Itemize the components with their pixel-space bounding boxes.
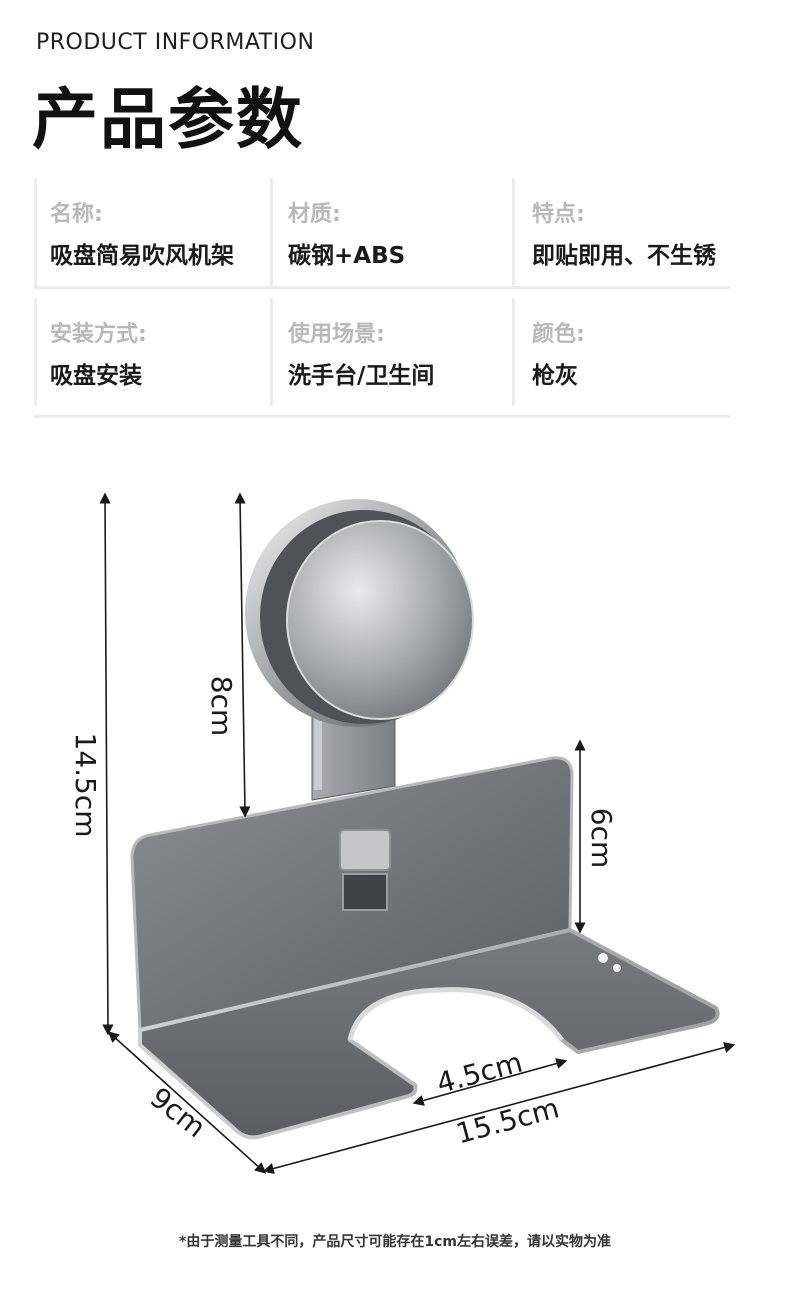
cell-divider [512, 298, 515, 406]
spec-label: 安装方式: [50, 322, 147, 347]
spec-table: 名称: 吸盘简易吹风机架 材质: 碳钢+ABS 特点: 即贴即用、不生锈 安装方… [34, 176, 730, 418]
spec-value: 碳钢+ABS [288, 243, 406, 269]
spec-label: 名称: [50, 202, 103, 227]
spec-label: 颜色: [532, 322, 585, 347]
cell-divider [270, 178, 273, 286]
eyebrow-text: PRODUCT INFORMATION [36, 30, 315, 55]
spec-value: 枪灰 [532, 363, 578, 389]
spec-label: 材质: [288, 202, 341, 227]
row-divider [34, 286, 730, 289]
spec-cell-features: 特点: 即贴即用、不生锈 [512, 176, 730, 286]
spec-value: 吸盘安装 [50, 363, 142, 389]
dim-width: 15.5cm [453, 1091, 563, 1150]
footnote: *由于测量工具不同，产品尺寸可能存在1cm左右误差，请以实物为准 [179, 1234, 611, 1250]
spec-value: 即贴即用、不生锈 [532, 243, 716, 269]
cell-divider [34, 298, 37, 406]
spec-row: 安装方式: 吸盘安装 使用场景: 洗手台/卫生间 颜色: 枪灰 [34, 296, 730, 408]
dim-total-height: 14.5cm [69, 732, 102, 837]
dimension-lines [99, 492, 736, 1174]
cell-divider [512, 178, 515, 286]
row-divider [34, 415, 730, 418]
spec-cell-material: 材质: 碳钢+ABS [270, 176, 512, 286]
spec-cell-name: 名称: 吸盘简易吹风机架 [34, 176, 270, 286]
spec-label: 使用场景: [288, 322, 385, 347]
dim-slot-width: 4.5cm [433, 1046, 526, 1100]
product-dimension-diagram: 14.5cm 8cm 6cm 9cm 15.5cm 4.5cm [69, 492, 736, 1174]
page-title: 产品参数 [32, 81, 304, 158]
cell-divider [34, 178, 37, 286]
suction-cup [245, 499, 474, 727]
cell-divider [270, 298, 273, 406]
spec-cell-color: 颜色: 枪灰 [512, 296, 730, 406]
spec-cell-scene: 使用场景: 洗手台/卫生间 [270, 296, 512, 406]
spec-cell-install: 安装方式: 吸盘安装 [34, 296, 270, 406]
spec-label: 特点: [532, 202, 585, 227]
spec-value: 洗手台/卫生间 [288, 363, 435, 389]
dim-back-height: 6cm [585, 808, 618, 868]
dim-suction-height: 8cm [205, 676, 238, 736]
spec-row: 名称: 吸盘简易吹风机架 材质: 碳钢+ABS 特点: 即贴即用、不生锈 [34, 176, 730, 288]
spec-value: 吸盘简易吹风机架 [50, 243, 234, 269]
